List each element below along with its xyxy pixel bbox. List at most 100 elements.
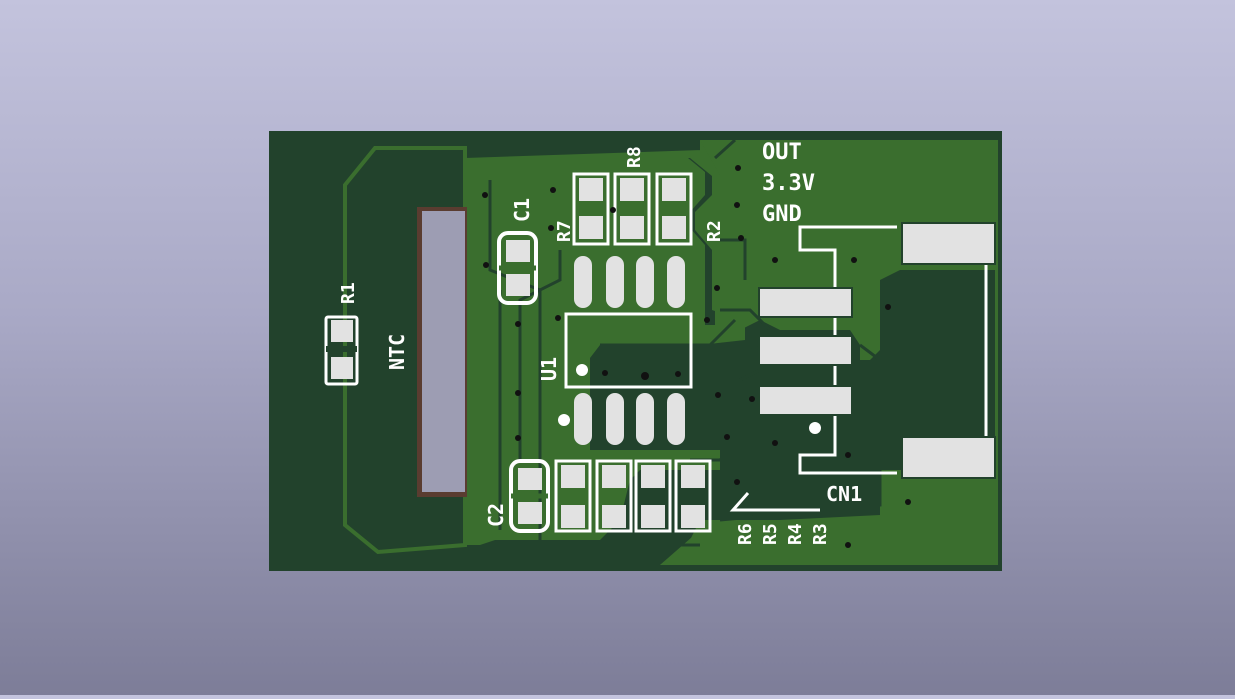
c2-pad-1[interactable] [518,468,542,490]
u1-body-outline [564,312,693,389]
c1-footprint[interactable] [497,231,538,305]
r1-pad-2[interactable] [331,357,353,379]
via-hole-icon [772,257,778,263]
c2-pad-2[interactable] [518,502,542,524]
via-hole-icon [515,390,521,396]
label-u1: U1 [537,357,561,381]
r7-footprint[interactable] [572,172,610,246]
r1-footprint[interactable] [324,315,359,386]
pin1-marker-icon [576,364,588,376]
r5-pad-1[interactable] [602,465,626,488]
u1-footprint[interactable] [558,256,693,445]
c1-pad-1[interactable] [506,240,530,262]
via-hole-icon [845,452,851,458]
r7-pad-1[interactable] [579,178,603,201]
c1-pad-2[interactable] [506,274,530,296]
via-hole-icon [515,435,521,441]
bottom-resistor-row[interactable] [554,459,712,533]
via-hole-icon [483,262,489,268]
r4-pad-1[interactable] [641,465,665,488]
via-hole-icon [734,202,740,208]
cn1-pin-out[interactable] [758,287,853,318]
cn1-mount-pad-bottom[interactable] [901,436,996,479]
label-cn1: CN1 [826,482,862,506]
u1-pin-7[interactable] [606,256,624,308]
via-hole-icon [482,192,488,198]
r3-pad-2[interactable] [681,505,705,528]
u1-pin-4[interactable] [667,393,685,445]
via-hole-icon [905,499,911,505]
r6-pad-2[interactable] [561,505,585,528]
u1-pin-2[interactable] [606,393,624,445]
via-hole-icon [714,285,720,291]
u1-pin-6[interactable] [636,256,654,308]
label-c2: C2 [484,503,508,527]
u1-pin-8[interactable] [574,256,592,308]
r5-pad-2[interactable] [602,505,626,528]
cn1-pin-gnd[interactable] [758,385,853,416]
label-r8: R8 [624,146,645,168]
via-hole-icon [851,257,857,263]
label-r1: R1 [338,282,359,304]
via-hole-icon [715,392,721,398]
r4-pad-2[interactable] [641,505,665,528]
via-hole-icon [734,479,740,485]
via-hole-icon [749,396,755,402]
r7-pad-2[interactable] [579,216,603,239]
r1-pad-1[interactable] [331,320,353,342]
c2-footprint[interactable] [509,459,550,533]
top-resistor-row[interactable] [572,172,693,246]
trace-outlines [488,138,882,547]
u1-pin-3[interactable] [636,393,654,445]
via-hole-icon [550,187,556,193]
via-hole-icon [555,315,561,321]
r8-pad-1[interactable] [620,178,644,201]
via-hole-icon [735,165,741,171]
r3-pad-1[interactable] [681,465,705,488]
cn1-pin-3v3[interactable] [758,335,853,366]
label-gnd: GND [762,202,802,227]
via-hole-icon [515,321,521,327]
via-hole-icon [738,235,744,241]
r3-footprint[interactable] [674,459,712,533]
via-hole-icon [772,440,778,446]
via-hole-icon [675,371,681,377]
r2-pad-2[interactable] [662,216,686,239]
silkscreen-leader-arrow [729,492,820,512]
r2-pad-1[interactable] [662,178,686,201]
cn1-footprint[interactable] [758,222,996,479]
label-out: OUT [762,140,802,165]
via-hole-icon [602,370,608,376]
label-r2: R2 [704,220,725,242]
ntc-slot-inner [422,211,465,492]
via-hole-icon [704,317,710,323]
label-ntc: NTC [385,334,409,370]
cn1-mount-pad-top[interactable] [901,222,996,265]
label-r3: R3 [810,523,831,545]
u1-pin-5[interactable] [667,256,685,308]
u1-pin-1[interactable] [574,393,592,445]
label-r5: R5 [760,523,781,545]
pin1-marker-icon [809,422,821,434]
r5-footprint[interactable] [595,459,633,533]
vias [482,165,911,548]
label-3v3: 3.3V [762,171,815,196]
label-r4: R4 [785,523,806,545]
r6-footprint[interactable] [554,459,592,533]
ntc-region-outline [343,146,467,555]
r4-footprint[interactable] [634,459,672,533]
via-hole-icon [845,542,851,548]
via-hole-icon [610,207,616,213]
r8-pad-2[interactable] [620,216,644,239]
r2-footprint[interactable] [655,172,693,246]
pin1-outside-marker-icon [558,414,570,426]
label-r6: R6 [735,523,756,545]
via-hole-icon [724,434,730,440]
via-hole-icon [641,372,649,380]
via-hole-icon [548,225,554,231]
label-r7: R7 [554,220,575,242]
r6-pad-1[interactable] [561,465,585,488]
label-c1: C1 [510,198,534,222]
